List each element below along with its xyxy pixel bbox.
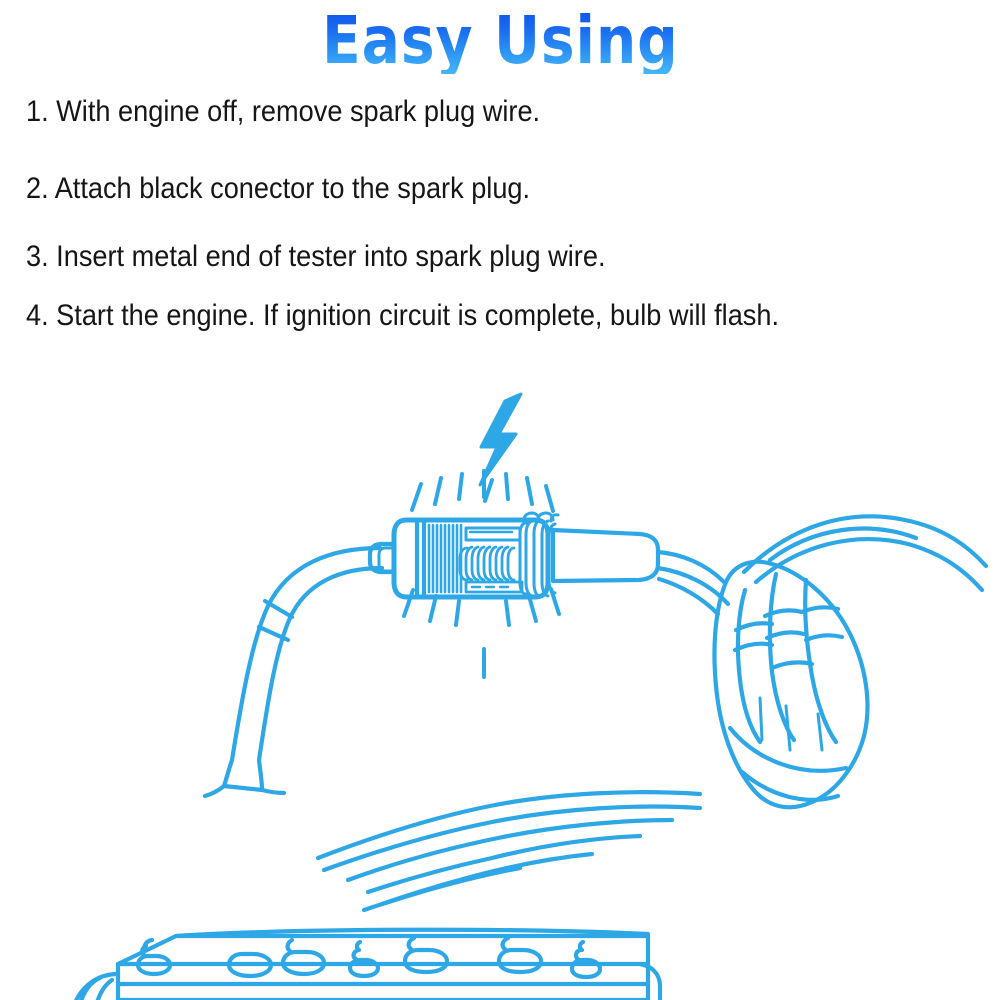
ignition-wire-arc	[229, 545, 385, 763]
wire-bundle	[712, 514, 989, 810]
glow-rays-top	[410, 469, 555, 513]
instruction-step-2: 2. Attach black conector to the spark pl…	[26, 171, 531, 205]
instruction-step-1: 1. With engine off, remove spark plug wi…	[26, 95, 541, 128]
wire-ferrule	[256, 598, 295, 643]
spark-plug-boots	[135, 935, 603, 980]
instructions-list: 1. With engine off, remove spark plug wi…	[26, 96, 986, 331]
page-title: Easy Using	[321, 2, 679, 79]
title-container: Easy Using	[0, 8, 1000, 74]
instruction-step-3: 3. Insert metal end of tester into spark…	[26, 240, 606, 273]
illustration	[0, 368, 1000, 1000]
lightning-bolt-icon	[478, 392, 523, 503]
tester-coil	[458, 545, 516, 582]
engine-block	[74, 927, 663, 1000]
engine-tester-diagram	[74, 392, 989, 1000]
glow-rays-bottom	[402, 587, 561, 679]
spark-plug-boot-left	[202, 757, 287, 799]
tester-right-barrel	[550, 527, 661, 584]
engine-plug-wires	[315, 790, 703, 913]
instruction-step-4: 4. Start the engine. If ignition circuit…	[26, 298, 780, 332]
spark-tester-device	[377, 511, 560, 600]
